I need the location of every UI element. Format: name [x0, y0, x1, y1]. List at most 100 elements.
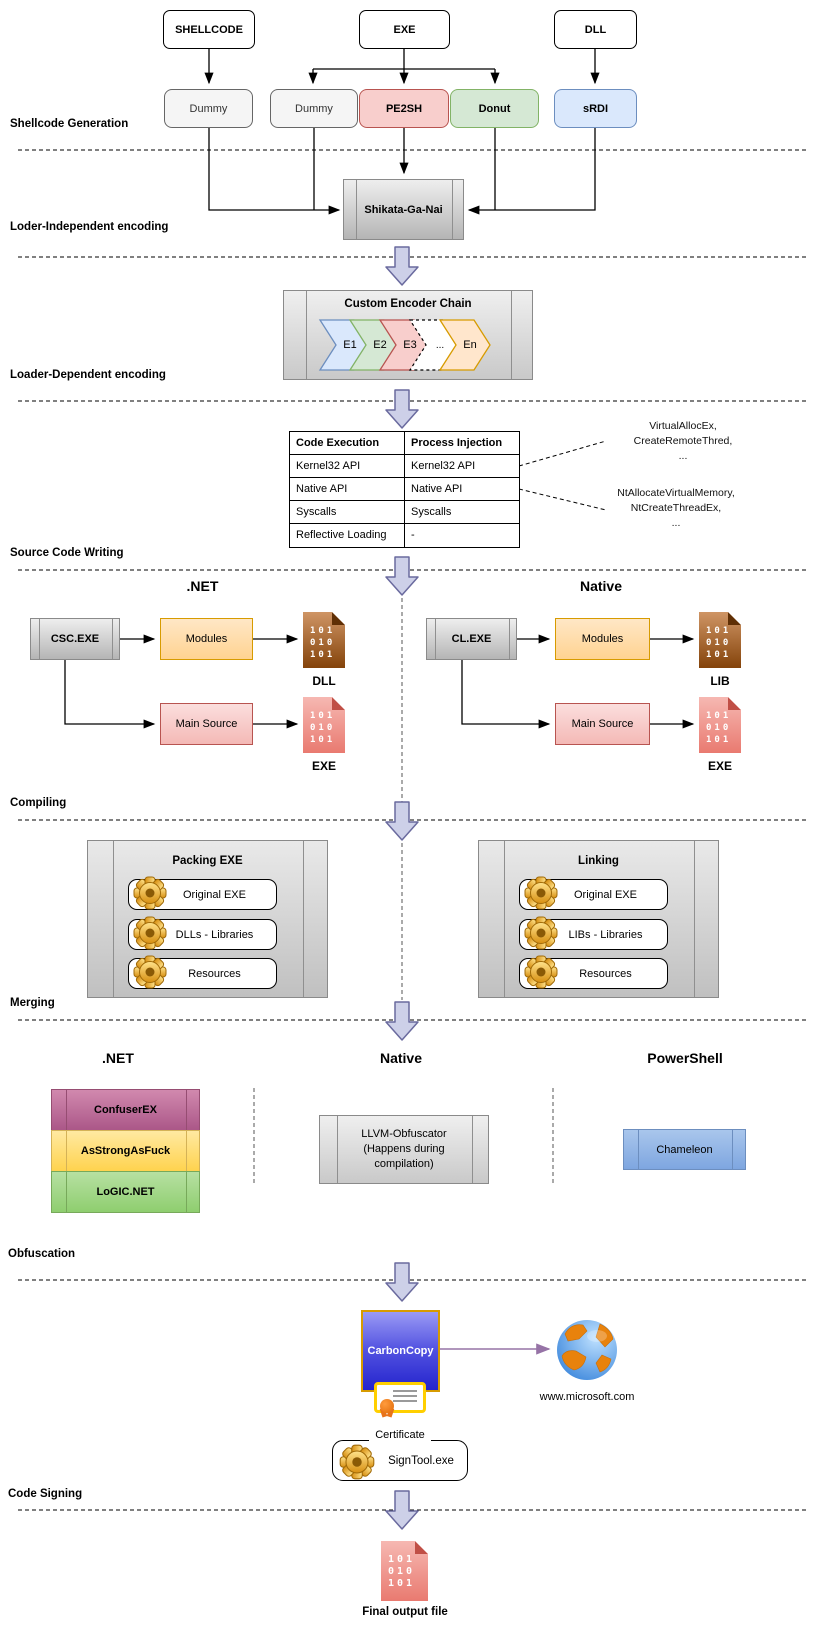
chain-right-bar	[511, 291, 512, 379]
heading-obf-dotnet: .NET	[102, 1050, 134, 1066]
gear-icon	[524, 876, 558, 910]
llvm-line: compilation)	[374, 1158, 434, 1170]
stage-label-loader-dependent: Loader-Dependent encoding	[10, 369, 166, 381]
arrow-dummy1-to-shikata	[208, 128, 341, 215]
connector-kernel32-note	[518, 440, 607, 467]
dotnet-exe-file-icon: 101 010 101	[303, 697, 345, 753]
binary-line: 101	[310, 650, 336, 660]
dll-file-icon: 101 010 101	[303, 612, 345, 668]
gear-icon	[524, 916, 558, 950]
chameleon-label: Chameleon	[656, 1143, 713, 1156]
flow-arrow-to-source	[385, 556, 419, 596]
stage-label-code-signing: Code Signing	[8, 1488, 83, 1500]
api-note-kernel32: VirtualAllocEx, CreateRemoteThred, ...	[598, 419, 768, 464]
dotnet-exe-file-label: EXE	[311, 759, 336, 773]
flow-arrow-to-table	[385, 389, 419, 429]
arrow-csc-to-mainsource	[64, 660, 156, 729]
chevron-label-en: En	[463, 339, 477, 351]
shikata-right-bar	[452, 180, 453, 239]
gear-icon	[133, 876, 167, 910]
binary-line: 010	[388, 1566, 416, 1577]
native-modules-box: Modules	[555, 618, 650, 660]
logic-left-bar	[66, 1172, 67, 1212]
binary-line: 010	[310, 638, 336, 648]
chameleon-left-bar	[638, 1130, 639, 1169]
llvm-line: LLVM-Obfuscator	[361, 1128, 447, 1140]
table-cell: -	[411, 529, 415, 541]
gear-icon	[133, 916, 167, 950]
confuserex-right-bar	[186, 1090, 187, 1130]
compiler-cl: CL.EXE	[426, 618, 517, 660]
connector-native-note	[518, 488, 607, 511]
flow-arrow-to-merging	[385, 801, 419, 841]
dll-file-label: DLL	[312, 674, 336, 688]
api-note-line: NtCreateThreadEx,	[630, 502, 722, 514]
stage-label-shellcode-generation: Shellcode Generation	[10, 118, 129, 130]
binary-line: 101	[310, 711, 336, 721]
logic-right-bar	[186, 1172, 187, 1212]
generator-dummy-exe: Dummy	[270, 89, 358, 128]
binary-line: 101	[310, 626, 336, 636]
technique-table: Code Execution Process Injection Kernel3…	[289, 431, 520, 548]
certificate-icon	[374, 1382, 426, 1413]
api-note-line: ...	[671, 517, 681, 529]
native-exe-file-label: EXE	[707, 759, 732, 773]
linking-title: Linking	[578, 855, 619, 867]
asstrongasfuck-label: AsStrongAsFuck	[80, 1145, 171, 1157]
binary-line: 101	[706, 650, 732, 660]
dotnet-modules-box: Modules	[160, 618, 253, 660]
binary-line: 010	[310, 723, 336, 733]
input-shellcode: SHELLCODE	[163, 10, 255, 49]
chain-left-bar	[306, 291, 307, 379]
input-exe: EXE	[359, 10, 450, 49]
chameleon-right-bar	[732, 1130, 733, 1169]
stage-label-loader-independent: Loder-Independent encoding	[10, 221, 169, 233]
obf-tool-logicnet: LoGIC.NET	[51, 1171, 200, 1213]
carboncopy-box: CarbonCopy	[361, 1310, 440, 1392]
encoder-shikata-ga-nai: Shikata-Ga-Nai	[343, 179, 464, 240]
globe-continents	[561, 1323, 614, 1373]
table-header-code-execution: Code Execution	[290, 432, 405, 455]
api-note-line: CreateRemoteThred,	[633, 435, 733, 447]
binary-line: 101	[388, 1554, 416, 1565]
gear-icon	[524, 955, 558, 989]
obf-tool-chameleon: Chameleon	[623, 1129, 746, 1170]
binary-line: 101	[388, 1578, 416, 1589]
certificate-text-line	[393, 1390, 417, 1392]
generator-pe2sh: PE2SH	[359, 89, 449, 128]
chevron-label-dots: ...	[435, 339, 445, 351]
llvm-left-bar	[337, 1116, 338, 1183]
csc-right-bar	[112, 619, 113, 659]
linking-left-bar	[504, 841, 505, 997]
asaf-left-bar	[66, 1131, 67, 1171]
chain-title: Custom Encoder Chain	[344, 298, 472, 310]
compiler-csc: CSC.EXE	[30, 618, 120, 660]
native-exe-file-icon: 101 010 101	[699, 697, 741, 753]
obf-tool-confuserex: ConfuserEX	[51, 1089, 200, 1131]
note-connectors	[518, 440, 607, 511]
flow-arrow-to-signing	[385, 1262, 419, 1302]
confuserex-label: ConfuserEX	[94, 1104, 157, 1116]
binary-line: 010	[706, 638, 732, 648]
arrow-srdi-to-shikata	[467, 128, 596, 215]
certificate-text-line	[393, 1400, 417, 1402]
asaf-right-bar	[186, 1131, 187, 1171]
native-mainsource-box: Main Source	[555, 703, 650, 745]
heading-source-dotnet: .NET	[186, 578, 219, 594]
api-note-line: ...	[678, 450, 688, 462]
llvm-line: (Happens during	[363, 1143, 445, 1155]
cl-label: CL.EXE	[451, 633, 492, 645]
obf-tool-asstrongasfuck: AsStrongAsFuck	[51, 1130, 200, 1172]
stage-separator-lines	[18, 149, 806, 1511]
table-cell: Native API	[290, 478, 405, 501]
generator-dummy-shellcode: Dummy	[164, 89, 253, 128]
globe-icon	[557, 1320, 617, 1380]
binary-line: 010	[706, 723, 732, 733]
signtool-label: SignTool.exe	[388, 1454, 454, 1467]
generator-srdi: sRDI	[554, 89, 637, 128]
binary-line: 101	[310, 735, 336, 745]
logicnet-label: LoGIC.NET	[96, 1186, 155, 1198]
chevron-label-e2: E2	[373, 339, 387, 351]
connectors	[64, 49, 695, 729]
